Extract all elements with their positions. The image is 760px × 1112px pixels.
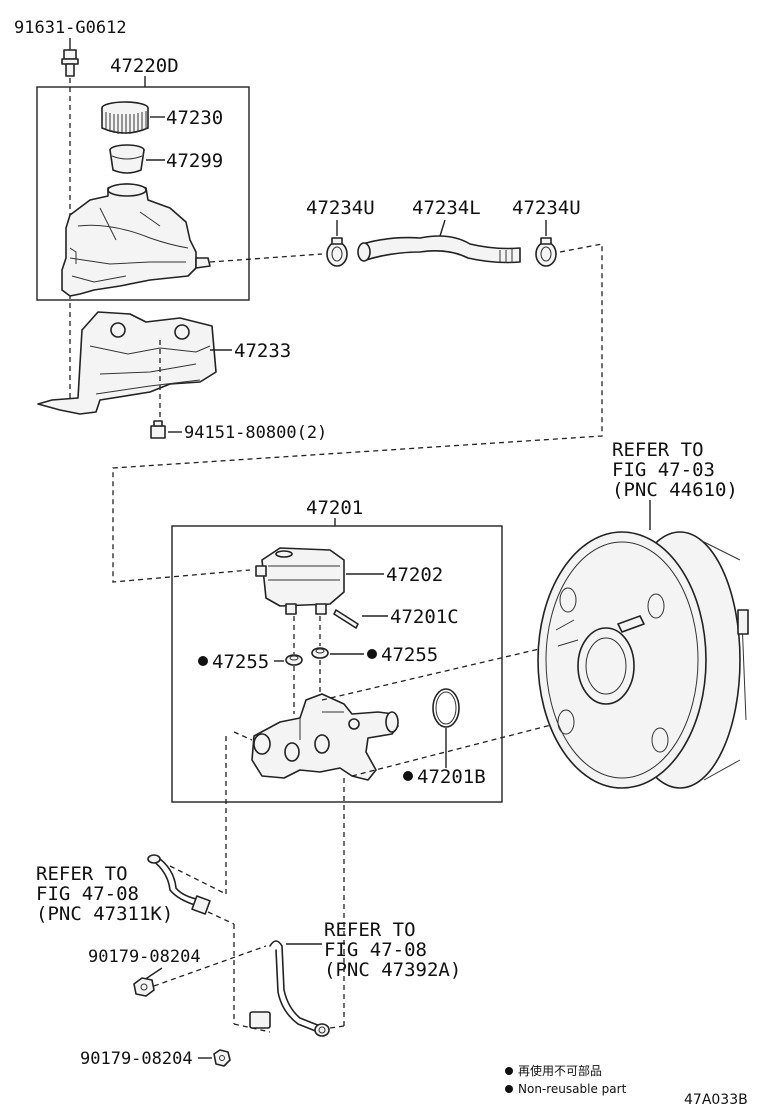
legend-en: Non-reusable part [518, 1082, 627, 1096]
dash-cylinder-left [233, 731, 253, 741]
label-hose[interactable]: 47234L [412, 197, 481, 219]
nonreusable-marker-grommet-right [367, 649, 377, 659]
label-nut-upper[interactable]: 90179-08204 [88, 947, 201, 967]
dash-cylinder-to-booster-bottom [351, 711, 603, 777]
label-grommet-right[interactable]: 47255 [381, 644, 438, 666]
refer-pipe-right-line1[interactable]: REFER TO [324, 919, 416, 941]
cap-part [101, 101, 149, 134]
grommet-left-part [285, 654, 303, 666]
catalog-code: 47A033B [684, 1092, 748, 1108]
reservoir-tank-part [61, 183, 211, 297]
reservoir-assy-box [36, 86, 250, 301]
hose-part [357, 235, 521, 264]
pipe-left-part [147, 854, 211, 915]
label-pin[interactable]: 47201C [390, 606, 459, 628]
dash-cylinder-to-booster-top [321, 645, 553, 701]
label-clip-right[interactable]: 47234U [512, 197, 581, 219]
label-reservoir-sub[interactable]: 47202 [386, 564, 443, 586]
grommet-right-part [311, 647, 329, 659]
label-strainer[interactable]: 47299 [166, 150, 223, 172]
label-bolt-top[interactable]: 91631-G0612 [14, 18, 127, 38]
clip-left-part [326, 237, 348, 267]
legend-jp: 再使用不可部品 [518, 1063, 602, 1078]
cylinder-assy-box [171, 525, 503, 803]
dash-pipe-left-1 [169, 865, 227, 895]
label-bracket[interactable]: 47233 [234, 340, 291, 362]
refer-pipe-right-line3[interactable]: (PNC 47392A) [324, 959, 461, 981]
leader-nut-upper [143, 967, 163, 981]
pin-part [333, 609, 359, 629]
reservoir-sub-part [255, 547, 345, 615]
label-bracket-bolt[interactable]: 94151-80800(2) [184, 423, 327, 443]
label-reservoir-assy[interactable]: 47220D [110, 55, 179, 77]
label-oring[interactable]: 47201B [417, 766, 486, 788]
dash-nut-upper [153, 945, 267, 987]
legend-dot-jp [505, 1067, 513, 1075]
dash-pipe-right-2 [329, 1025, 345, 1029]
nut-lower-part [213, 1049, 231, 1067]
label-clip-left[interactable]: 47234U [306, 197, 375, 219]
bracket-bolt-part [150, 420, 166, 439]
label-grommet-left[interactable]: 47255 [212, 651, 269, 673]
dash-pipe-left-3 [207, 911, 235, 925]
label-cylinder-assy[interactable]: 47201 [306, 497, 363, 519]
refer-booster-line2[interactable]: FIG 47-03 [612, 459, 715, 481]
legend-dot-en [505, 1085, 513, 1093]
refer-pipe-left-line2[interactable]: FIG 47-08 [36, 883, 139, 905]
pipe-right-part [249, 940, 330, 1037]
nonreusable-marker-oring [403, 771, 413, 781]
brake-booster-part [537, 531, 749, 789]
master-cylinder-part [251, 693, 399, 781]
nonreusable-marker-grommet-left [198, 656, 208, 666]
dash-reservoir-to-clip [209, 253, 323, 263]
bolt-top-part [61, 49, 79, 77]
nut-upper-part [133, 977, 155, 997]
refer-booster-line1[interactable]: REFER TO [612, 439, 704, 461]
clip-right-part [535, 237, 557, 267]
label-nut-lower[interactable]: 90179-08204 [80, 1049, 193, 1069]
dash-hose-route [112, 243, 603, 583]
strainer-part [109, 144, 145, 174]
refer-pipe-left-line1[interactable]: REFER TO [36, 863, 128, 885]
refer-pipe-left-line3[interactable]: (PNC 47311K) [36, 903, 173, 925]
label-cap[interactable]: 47230 [166, 107, 223, 129]
refer-booster-line3[interactable]: (PNC 44610) [612, 479, 738, 501]
leader-hose [439, 219, 446, 237]
oring-part [432, 688, 460, 728]
refer-pipe-right-line2[interactable]: FIG 47-08 [324, 939, 427, 961]
bracket-part [37, 311, 217, 415]
